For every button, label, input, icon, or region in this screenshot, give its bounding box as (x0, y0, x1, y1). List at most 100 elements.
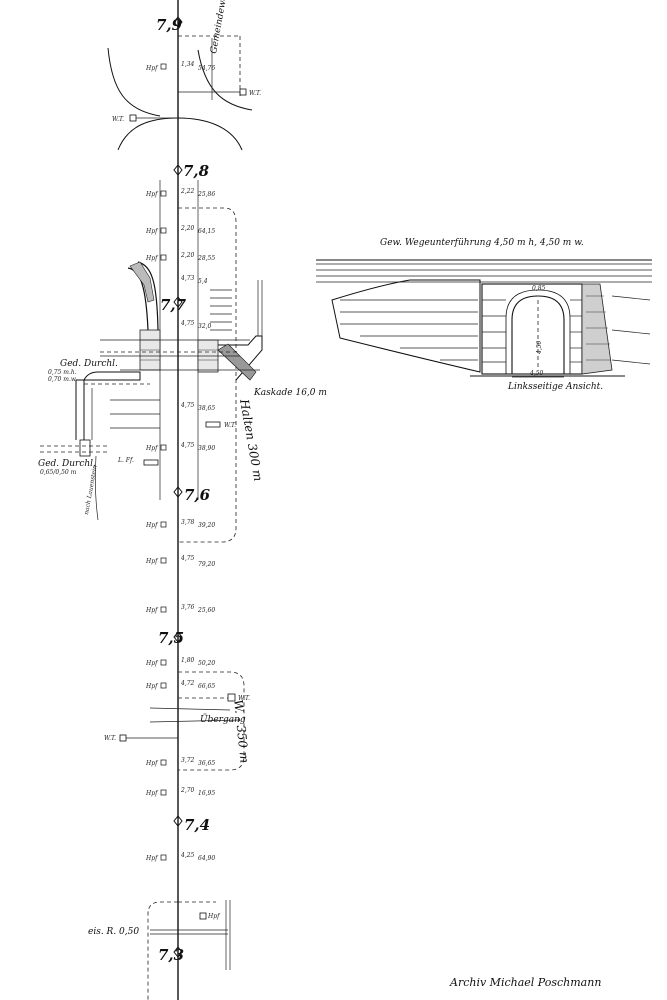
svg-text:2,22: 2,22 (180, 188, 195, 195)
station-label-row: Hpf 2,20 28,55 (145, 252, 215, 262)
svg-text:W.T.: W.T. (104, 735, 116, 742)
svg-text:1,80: 1,80 (181, 657, 195, 664)
station-label-row: Hpf 3,78 39,20 (145, 519, 215, 529)
svg-text:4,75: 4,75 (180, 320, 195, 327)
km-marker-7-7: 7,7 (160, 296, 187, 314)
svg-text:25,86: 25,86 (197, 191, 215, 198)
km-label: 7,7 (160, 296, 187, 314)
station-label-row: Hpf 2,20 64,15 (145, 225, 215, 235)
svg-text:38,65: 38,65 (198, 405, 215, 412)
svg-text:4,75: 4,75 (180, 402, 195, 409)
svg-text:32,0: 32,0 (198, 323, 212, 330)
svg-text:3,78: 3,78 (181, 519, 195, 526)
durchl-2-title: Ged. Durchl. (38, 459, 96, 469)
svg-text:4,75: 4,75 (180, 442, 195, 449)
svg-text:50,20: 50,20 (198, 660, 215, 667)
station-markers (160, 63, 167, 861)
uebergang-section: W.T. Übergang W. - 350 m W.T. (104, 671, 252, 771)
svg-text:Hpf: Hpf (145, 660, 159, 667)
durchl-1-title: Ged. Durchl. (60, 359, 118, 369)
bridge-caption: Linksseitige Ansicht. (507, 382, 603, 392)
km-marker-7-6: 7,6 (173, 486, 211, 504)
svg-text:54,76: 54,76 (198, 65, 215, 72)
bridge-title: Gew. Wegeunterführung 4,50 m h, 4,50 m w… (380, 238, 584, 248)
svg-text:66,65: 66,65 (198, 683, 215, 690)
svg-text:W.T.: W.T. (249, 90, 261, 97)
svg-text:0,75 m.h.: 0,75 m.h. (48, 369, 77, 376)
svg-text:4,72: 4,72 (180, 680, 195, 687)
length-350-label: W. - 350 m (231, 699, 252, 764)
svg-text:Hpf: Hpf (145, 228, 159, 235)
station-label-row: 4,73 5,4 (180, 275, 208, 285)
svg-text:4,25: 4,25 (180, 852, 195, 859)
svg-text:64,90: 64,90 (198, 855, 215, 862)
station-label-row: Hpf 1,80 50,20 (145, 657, 215, 667)
svg-text:28,55: 28,55 (197, 255, 215, 262)
lf-label: L. Ff. (117, 457, 134, 464)
svg-text:3,76: 3,76 (181, 604, 195, 611)
svg-text:16,95: 16,95 (198, 790, 215, 797)
km-label: 7,8 (183, 162, 210, 180)
bridge-elevation: Gew. Wegeunterführung 4,50 m h, 4,50 m w… (316, 238, 652, 392)
svg-text:Hpf: Hpf (145, 65, 159, 72)
svg-text:2,20: 2,20 (180, 225, 195, 232)
svg-text:Hpf: Hpf (207, 913, 221, 920)
svg-text:1,34: 1,34 (181, 61, 195, 68)
svg-text:W.T.: W.T. (112, 116, 124, 123)
bottom-pipe-section: Hpf eis. R. 0,50 (88, 900, 231, 1000)
station-label-row: 4,75 32,0 (180, 320, 212, 330)
svg-text:Hpf: Hpf (145, 558, 159, 565)
km-marker-7-3: 7,3 (158, 946, 184, 964)
svg-text:4,50: 4,50 (536, 340, 543, 355)
svg-text:Hpf: Hpf (145, 445, 159, 452)
svg-text:W.T.: W.T. (238, 695, 250, 702)
svg-text:Hpf: Hpf (145, 191, 159, 198)
svg-text:0,70 m.w.: 0,70 m.w. (48, 376, 77, 383)
svg-text:5,4: 5,4 (198, 278, 208, 285)
station-label-row: Hpf 3,72 36,65 (145, 757, 215, 767)
svg-text:3,72: 3,72 (181, 757, 195, 764)
station-label-row: Hpf 4,75 38,90 (145, 442, 215, 452)
svg-text:79,20: 79,20 (198, 561, 215, 568)
km-marker-7-9: 7,9 (156, 16, 183, 34)
km-marker-7-5: 7,5 (158, 629, 184, 647)
station-label-row: Hpf 2,70 16,95 (145, 787, 215, 797)
svg-text:4,73: 4,73 (180, 275, 195, 282)
svg-text:64,15: 64,15 (198, 228, 215, 235)
station-label-row: Hpf 3,76 25,60 (145, 604, 215, 614)
halten-label: Halten 300 m (237, 397, 265, 482)
km-label: 7,3 (158, 946, 184, 964)
kaskade-label: Kaskade 16,0 m (253, 388, 327, 398)
svg-text:36,65: 36,65 (198, 760, 215, 767)
svg-text:Hpf: Hpf (145, 607, 159, 614)
svg-text:0,65/0,50 m: 0,65/0,50 m (40, 469, 77, 476)
svg-text:4,50: 4,50 (529, 370, 544, 377)
station-structure: Ged. Durchl. 0,75 m.h. 0,70 m.w. Ged. Du… (38, 261, 327, 521)
eis-rohr-label: eis. R. 0,50 (88, 927, 139, 937)
svg-text:Hpf: Hpf (145, 255, 159, 262)
station-label-row: Hpf 2,22 25,86 (145, 188, 215, 198)
svg-text:Hpf: Hpf (145, 855, 159, 862)
svg-text:2,70: 2,70 (180, 787, 195, 794)
svg-text:Hpf: Hpf (145, 683, 159, 690)
km-label: 7,4 (184, 816, 210, 834)
station-label-row: Hpf 4,75 79,20 (145, 555, 215, 568)
uebergang-label: Übergang (200, 713, 246, 725)
svg-text:W.T.: W.T. (224, 422, 236, 429)
station-label-row: Hpf 1,34 54,76 (145, 61, 215, 72)
station-label-row: Hpf 4,72 66,65 (145, 680, 215, 690)
road-label: Gemeindeweg 4,30 (209, 0, 234, 55)
svg-text:4,75: 4,75 (180, 555, 195, 562)
svg-text:25,60: 25,60 (197, 607, 215, 614)
svg-text:39,20: 39,20 (198, 522, 215, 529)
svg-text:38,90: 38,90 (198, 445, 215, 452)
svg-text:Hpf: Hpf (145, 522, 159, 529)
km-marker-7-4: 7,4 (173, 815, 210, 834)
svg-text:0,85: 0,85 (532, 285, 546, 292)
station-label-row: Hpf 4,25 64,90 (145, 852, 215, 862)
svg-text:2,20: 2,20 (180, 252, 195, 259)
km-label: 7,9 (156, 16, 183, 34)
svg-text:Hpf: Hpf (145, 760, 159, 767)
km-label: 7,6 (184, 486, 211, 504)
